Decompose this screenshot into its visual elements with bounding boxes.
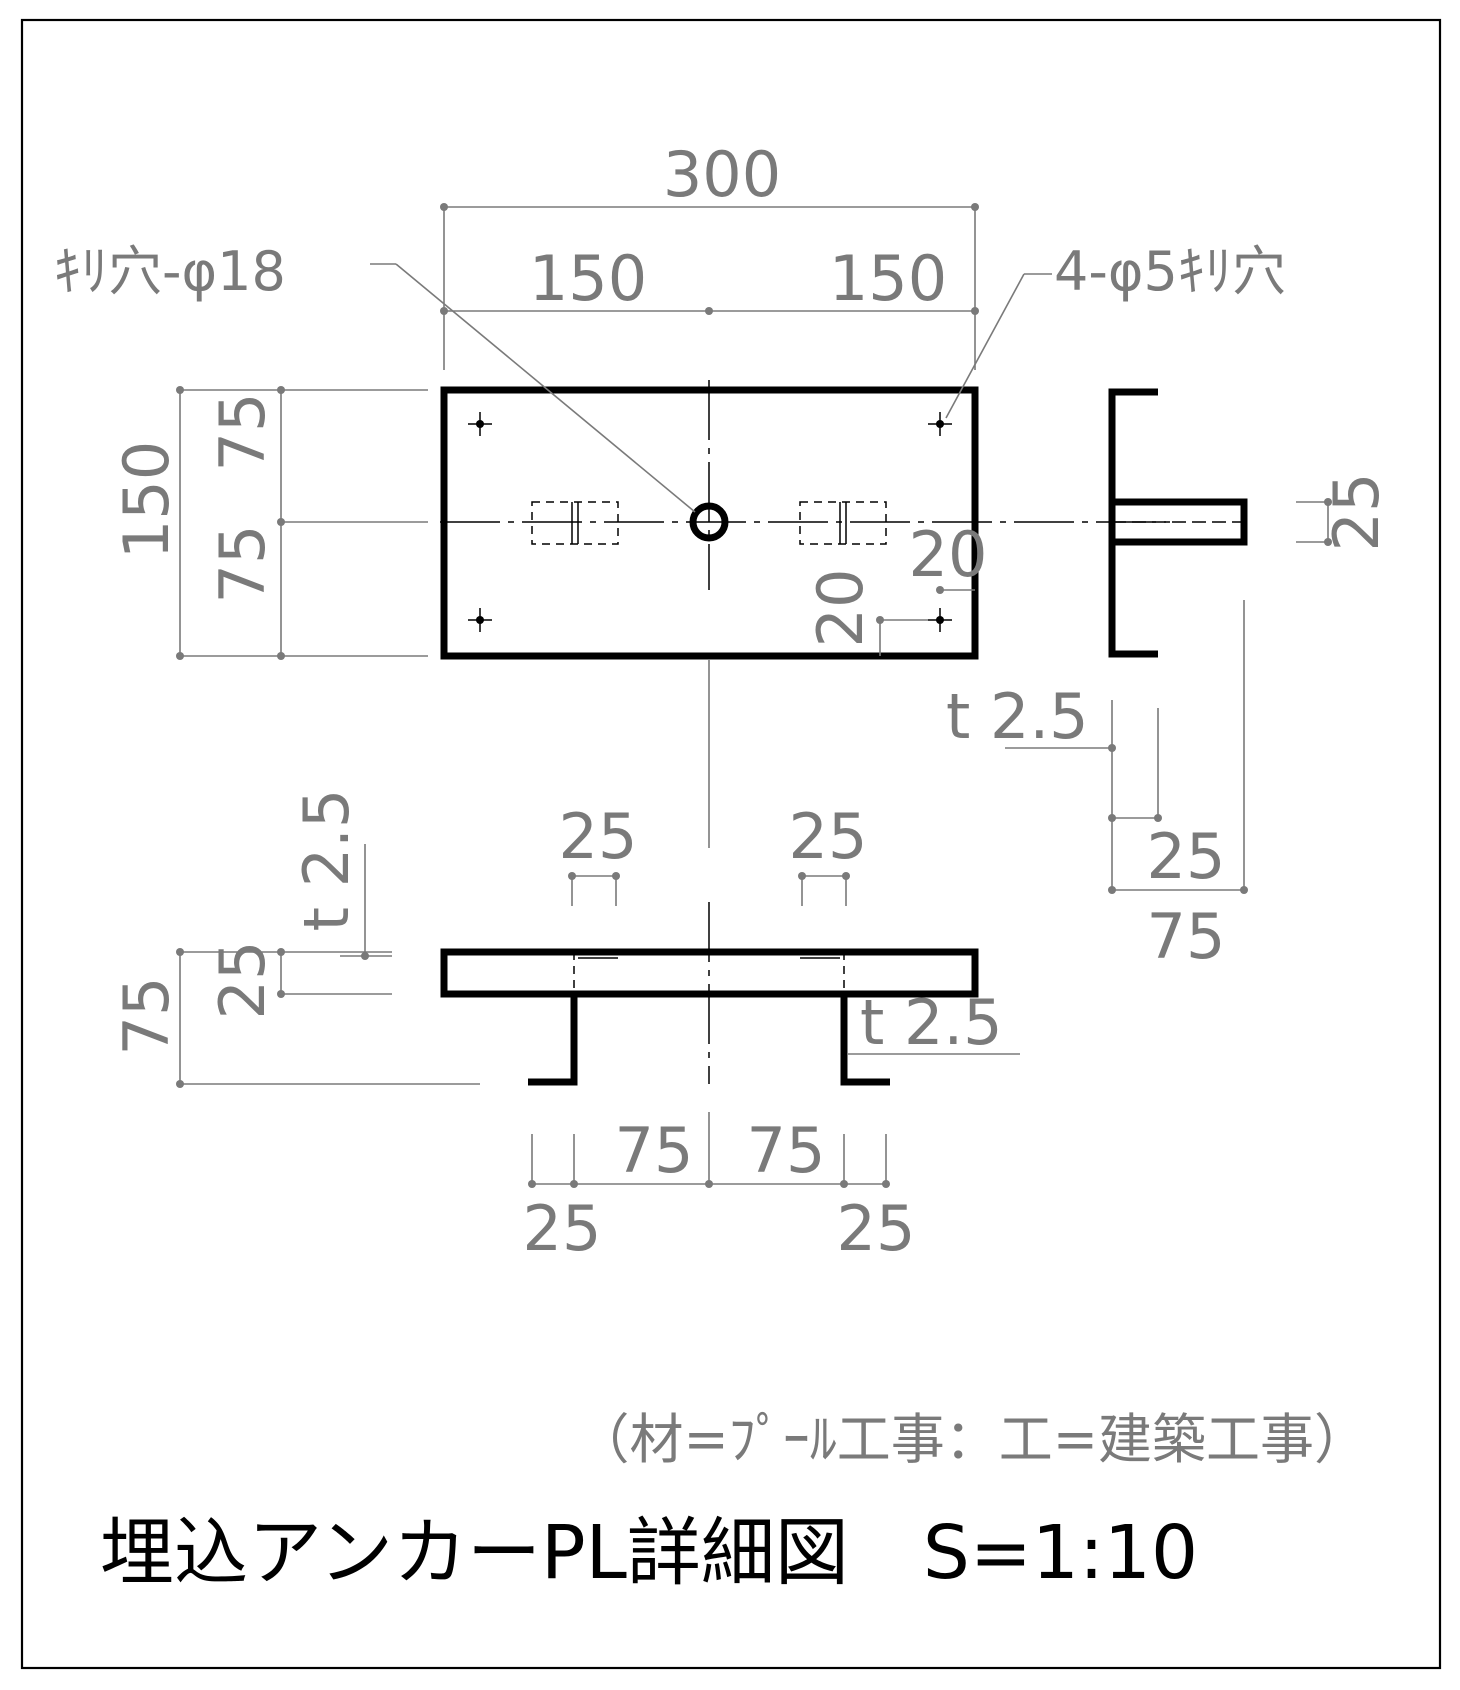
dim-overall-width: 300 xyxy=(663,138,781,211)
dim-leg-offset-left: 75 xyxy=(615,1114,694,1187)
dim-front-overall-height: 75 xyxy=(110,977,183,1056)
dim-overall-height: 150 xyxy=(110,441,183,559)
side-view: 25 t 2.5 25 75 xyxy=(946,388,1393,973)
front-view: 25 25 75 25 t 2.5 t 2.5 xyxy=(110,789,1020,1265)
drawing-title: 埋込アンカーPL詳細図 S=1:10 xyxy=(100,1510,1198,1596)
callout-corner-holes: 4-φ5ｷﾘ穴 xyxy=(1054,240,1286,303)
dim-leg-offset-right: 75 xyxy=(747,1114,826,1187)
center-hole-mark xyxy=(689,502,729,542)
dim-leg-foot-right: 25 xyxy=(837,1192,916,1265)
dim-side-thickness: t 2.5 xyxy=(946,680,1089,753)
dim-leg-foot-left: 25 xyxy=(523,1192,602,1265)
dim-front-thickness-leg: t 2.5 xyxy=(860,986,1003,1059)
dim-front-plate-height: 25 xyxy=(206,941,279,1020)
dim-flange-inner: 25 xyxy=(1147,820,1226,893)
material-note: （材=ﾌﾟｰﾙ工事：工=建築工事） xyxy=(576,1408,1369,1471)
dim-flange-overall: 75 xyxy=(1147,900,1226,973)
callout-center-hole: ｷﾘ穴-φ18 xyxy=(54,240,286,303)
dim-hole-offset-y: 20 xyxy=(804,569,877,648)
dim-half-height-top: 75 xyxy=(206,393,279,472)
dim-hole-offset-x: 20 xyxy=(909,518,988,591)
dim-web-projection: 25 xyxy=(1320,473,1393,552)
sheet-border xyxy=(20,18,1442,1670)
dim-leg-width-left: 25 xyxy=(559,800,638,873)
dim-front-thickness-top: t 2.5 xyxy=(290,789,363,932)
dim-half-height-bottom: 75 xyxy=(206,525,279,604)
dim-half-width-right: 150 xyxy=(829,242,947,315)
plan-view: 300 150 150 150 75 75 xyxy=(54,138,1286,848)
corner-hole-marks xyxy=(468,412,952,632)
dim-leg-width-right: 25 xyxy=(789,800,868,873)
dim-half-width-left: 150 xyxy=(529,242,647,315)
